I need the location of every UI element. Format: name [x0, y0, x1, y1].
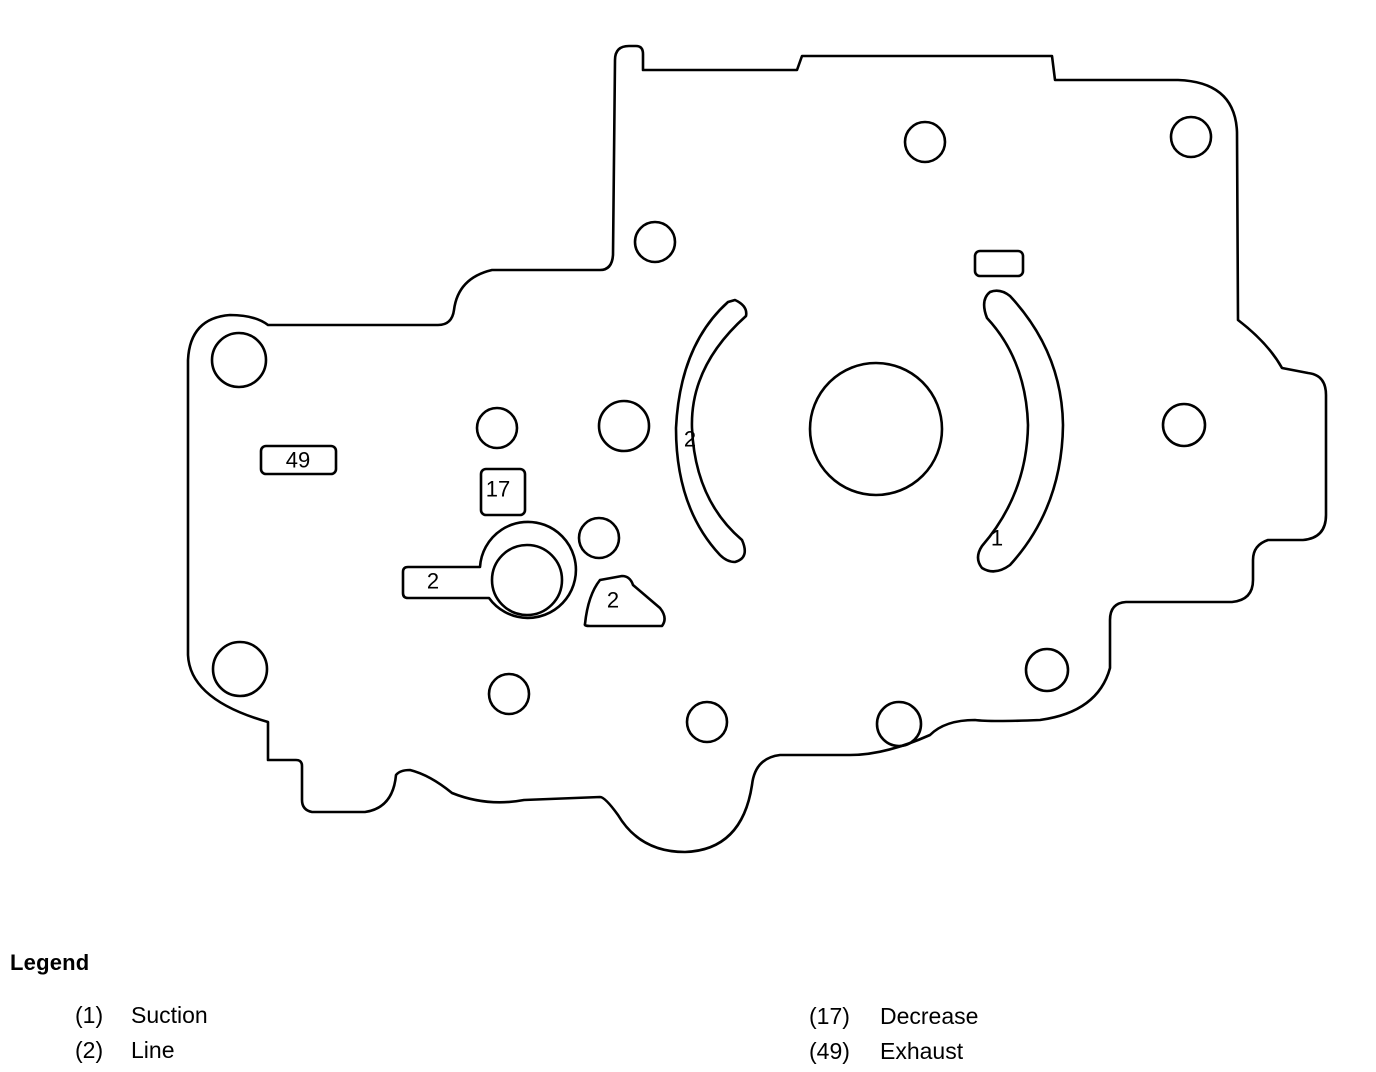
legend-item-decrease: (17) Decrease [809, 1001, 978, 1031]
wedge-port [583, 574, 666, 628]
decrease-port-label: 17 [486, 477, 510, 502]
bolt-hole [211, 640, 269, 698]
bolt-hole [210, 331, 268, 389]
bolt-hole [487, 672, 531, 716]
legend-label: Exhaust [880, 1038, 964, 1064]
wedge-port-label: 2 [607, 588, 619, 613]
legend-label: Decrease [880, 1003, 979, 1029]
exhaust-port-label: 49 [286, 448, 310, 473]
crescent-port-right [976, 289, 1065, 573]
legend-number: (49) [809, 1038, 850, 1064]
bolt-hole [597, 399, 651, 453]
bolt-hole [903, 120, 947, 164]
keyhole-port [401, 520, 578, 620]
arc-left-label: 2 [684, 427, 696, 452]
bolt-hole [577, 516, 621, 560]
bolt-hole [633, 220, 677, 264]
keyhole-port-label: 2 [427, 569, 439, 594]
legend-number: (2) [75, 1037, 104, 1063]
decrease-port [479, 467, 527, 517]
bolt-hole [875, 700, 923, 748]
exhaust-port [259, 444, 338, 476]
small-port [973, 249, 1025, 278]
crescent-port-left [674, 298, 748, 564]
legend-number: (17) [809, 1003, 850, 1029]
bolt-hole [685, 700, 729, 744]
legend-item-line: (2) Line [75, 1035, 174, 1065]
central-bore [808, 361, 944, 497]
bolt-hole [1169, 115, 1213, 159]
plate-outline [186, 44, 1328, 854]
bolt-hole [1161, 402, 1207, 448]
keyhole-bore [490, 543, 564, 617]
legend-item-suction: (1) Suction [75, 1000, 208, 1030]
legend-label: Line [131, 1037, 175, 1063]
spacer-plate-diagram: 2 1 49 17 2 2 [186, 44, 1328, 854]
bolt-hole [1024, 647, 1070, 693]
legend-title: Legend [10, 950, 90, 975]
legend-label: Suction [131, 1002, 208, 1028]
arc-right-label: 1 [991, 526, 1003, 551]
legend-item-exhaust: (49) Exhaust [809, 1036, 963, 1066]
bolt-hole [475, 406, 519, 450]
legend-number: (1) [75, 1002, 104, 1028]
